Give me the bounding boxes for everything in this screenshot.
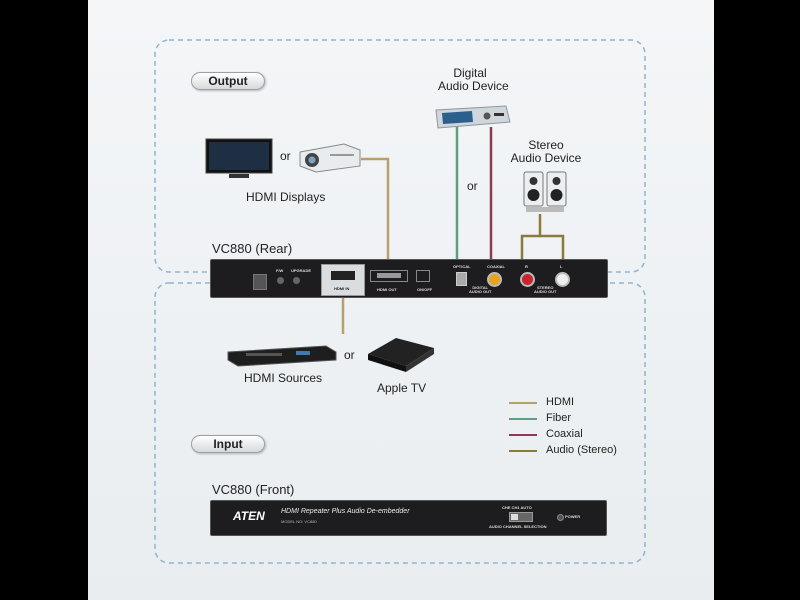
power-label: POWER bbox=[565, 514, 581, 519]
hdmi-in-label: HDMI IN bbox=[334, 286, 350, 291]
hdmi-out-port bbox=[370, 270, 408, 282]
front-panel: ATEN HDMI Repeater Plus Audio De-embedde… bbox=[210, 500, 607, 536]
port-upgrade-label: UPGRADE bbox=[291, 268, 312, 273]
digital-audio-out-label: DIGITAL AUDIO OUT bbox=[469, 285, 492, 294]
legend-label-fiber: Fiber bbox=[546, 412, 572, 424]
hdmi-in-port: HDMI IN bbox=[321, 264, 365, 296]
audio-r-port-icon bbox=[520, 272, 535, 287]
coaxial-port-icon bbox=[487, 272, 502, 287]
wire-stereo bbox=[520, 214, 542, 262]
legend-swatch-fiber bbox=[509, 418, 537, 420]
port-r-label: R bbox=[525, 264, 528, 269]
hdmi-displays-label: HDMI Displays bbox=[246, 190, 326, 204]
legend-label-hdmi: HDMI bbox=[546, 396, 575, 408]
optical-port-icon bbox=[456, 272, 467, 286]
projector-icon bbox=[299, 143, 361, 173]
channel-switch-icon bbox=[509, 512, 533, 522]
channel-switch-knob-icon bbox=[511, 514, 518, 520]
tv-display-icon bbox=[205, 138, 273, 178]
hdmi-out-connector-icon bbox=[377, 273, 401, 278]
channel-switch-labels: CHE CH1 AUTO bbox=[502, 505, 532, 510]
audio-l-port-icon bbox=[555, 272, 570, 287]
upgrade-port-icon bbox=[293, 277, 300, 284]
or-label-sources: or bbox=[344, 348, 355, 362]
port-l-label: L bbox=[560, 264, 563, 269]
channel-selection-label: AUDIO CHANNEL SELECTION bbox=[489, 524, 547, 529]
rear-title: VC880 (Rear) bbox=[212, 241, 293, 256]
hdmi-in-connector-icon bbox=[331, 271, 355, 280]
aten-logo: ATEN bbox=[233, 509, 265, 523]
front-product-name: HDMI Repeater Plus Audio De-embedder bbox=[281, 508, 410, 515]
or-label-audio: or bbox=[467, 179, 478, 193]
fw-button-icon bbox=[277, 277, 284, 284]
wire-stereo-2 bbox=[540, 234, 565, 262]
legend-label-stereo: Audio (Stereo) bbox=[546, 444, 617, 456]
legend-swatch-coaxial bbox=[509, 434, 537, 436]
power-jack-icon bbox=[253, 274, 267, 290]
input-section-label: Input bbox=[191, 435, 265, 453]
dvd-player-icon bbox=[227, 345, 337, 367]
legend-swatch-hdmi bbox=[509, 402, 537, 404]
legend-label-coaxial: Coaxial bbox=[546, 428, 583, 440]
digital-audio-device-label: Digital Audio Device bbox=[438, 66, 509, 93]
rear-panel: F/W UPGRADE HDMI IN HDMI OUT ON/OFF OPTI… bbox=[210, 259, 608, 298]
wire-hdmi-out bbox=[361, 157, 390, 262]
optical-label: OPTICAL bbox=[453, 264, 471, 269]
stereo-speakers-icon bbox=[523, 171, 567, 212]
coaxial-label: COAXIAL bbox=[487, 264, 505, 269]
stereo-audio-device-label: Stereo Audio Device bbox=[510, 138, 582, 165]
stereo-audio-out-label: STEREO AUDIO OUT bbox=[534, 285, 557, 294]
apple-tv-icon bbox=[368, 338, 434, 372]
digital-audio-device-icon bbox=[435, 105, 511, 129]
power-led-icon bbox=[557, 514, 564, 521]
front-title: VC880 (Front) bbox=[212, 482, 295, 497]
on-off-switch-icon bbox=[416, 270, 430, 282]
front-model-label: MODEL NO: VC880 bbox=[281, 519, 317, 524]
output-section-label: Output bbox=[191, 72, 265, 90]
or-label-displays: or bbox=[280, 149, 291, 163]
apple-tv-label: Apple TV bbox=[377, 381, 427, 395]
port-fw-label: F/W bbox=[276, 268, 284, 273]
legend-swatch-stereo bbox=[509, 450, 537, 452]
on-off-label: ON/OFF bbox=[417, 287, 433, 292]
hdmi-sources-label: HDMI Sources bbox=[244, 371, 323, 385]
hdmi-out-label: HDMI OUT bbox=[377, 287, 397, 292]
